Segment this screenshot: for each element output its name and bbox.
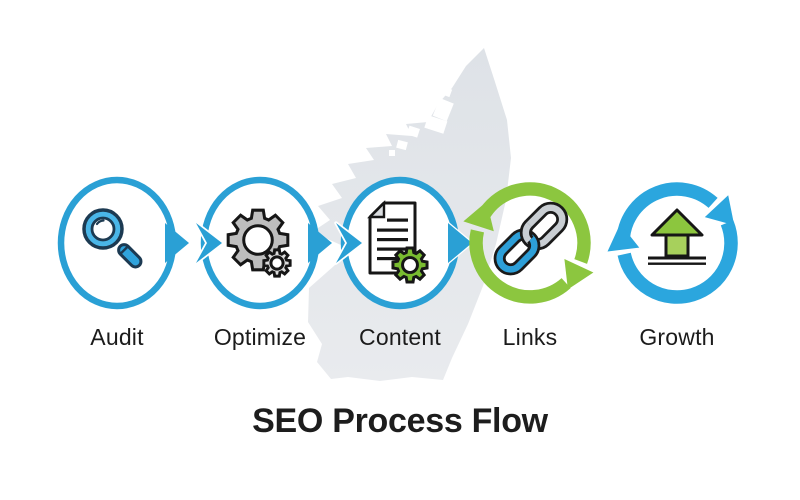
triangle-arrow-icon	[165, 223, 189, 263]
document-text-lines	[377, 218, 408, 261]
green-cycle-arrows-icon	[463, 182, 594, 304]
blue-cycle-arrows-icon	[607, 182, 738, 304]
page-fold-corner	[367, 200, 386, 219]
up-arrow-icon	[648, 208, 706, 265]
magnifier-icon	[82, 208, 143, 269]
document-gear-icon	[367, 200, 429, 284]
step-label-audit: Audit	[90, 324, 144, 350]
gears-icon	[226, 208, 292, 278]
step-label-optimize: Optimize	[213, 324, 307, 350]
step-label-content: Content	[359, 324, 441, 350]
chain-weave-overlap	[519, 220, 534, 246]
flow-arrow-optimize-to-content	[308, 221, 364, 265]
chain-links-icon	[493, 201, 569, 276]
map-islands	[389, 86, 454, 156]
step-label-growth: Growth	[639, 324, 715, 350]
step-label-links: Links	[502, 324, 558, 350]
triangle-arrow-icon	[446, 221, 474, 265]
diagram-title: SEO Process Flow	[252, 402, 548, 440]
flow-arrow-content-to-links	[446, 221, 474, 265]
triangle-arrow-icon	[308, 223, 332, 263]
flow-arrow-audit-to-optimize	[165, 221, 224, 265]
chevron-arrow-icon	[194, 221, 224, 265]
chevron-arrow-icon	[334, 221, 364, 265]
